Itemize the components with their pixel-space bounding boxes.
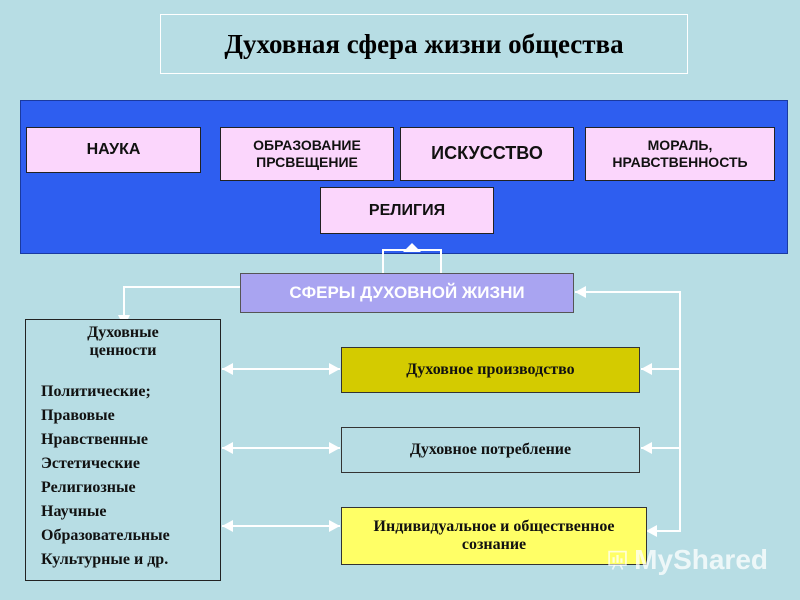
sphere-morality: МОРАЛЬ, НРАВСТВЕННОСТЬ: [585, 127, 775, 181]
sphere-education: ОБРАЗОВАНИЕ ПРСВЕЩЕНИЕ: [220, 127, 394, 181]
center-spheres-label: СФЕРЫ ДУХОВНОЙ ЖИЗНИ: [289, 283, 525, 302]
page-title: Духовная сфера жизни общества: [224, 28, 624, 59]
values-list: Политические; Правовые Нравственные Эсте…: [41, 380, 170, 572]
watermark-text: MyShared: [634, 544, 768, 575]
center-spheres-box: СФЕРЫ ДУХОВНОЙ ЖИЗНИ: [240, 273, 574, 313]
center-right-arrowhead: [575, 286, 586, 298]
center-to-values-line: [123, 286, 240, 318]
values-heading: Духовные ценности: [87, 324, 159, 359]
production-box: Духовное производство: [341, 347, 640, 393]
watermark-logo: MyShared: [608, 540, 768, 580]
sphere-religion: РЕЛИГИЯ: [320, 187, 494, 234]
panel-connector: [382, 249, 442, 273]
sphere-education-label: ОБРАЗОВАНИЕ ПРСВЕЩЕНИЕ: [253, 137, 361, 170]
consciousness-arrowhead: [646, 525, 657, 537]
sphere-art-label: ИСКУССТВО: [431, 143, 543, 164]
watermark-icon: [608, 550, 627, 570]
values-item: Политические;: [41, 383, 151, 400]
consciousness-label: Индивидуальное и общественное сознание: [373, 518, 615, 553]
production-label: Духовное производство: [406, 361, 575, 379]
values-item: Нравственные: [41, 431, 148, 448]
arrowhead-8: [641, 442, 652, 454]
arrowhead-3: [222, 442, 233, 454]
consumption-label: Духовное потребление: [409, 441, 572, 459]
center-to-consciousness-line: [575, 291, 681, 532]
sphere-science-label: НАУКА: [86, 141, 141, 159]
title-box: Духовная сфера жизни общества: [160, 14, 688, 74]
values-item: Культурные и др.: [41, 551, 169, 568]
values-item: Эстетические: [41, 455, 140, 472]
values-item: Научные: [41, 503, 107, 520]
values-item: Религиозные: [41, 479, 136, 496]
consumption-box: Духовное потребление: [341, 427, 640, 473]
arrowhead-2: [329, 363, 340, 375]
values-item: Правовые: [41, 407, 115, 424]
up-arrowhead: [403, 243, 421, 252]
values-box: Духовные ценности Политические; Правовые…: [25, 319, 221, 581]
values-item: Образовательные: [41, 527, 170, 544]
arrowhead-7: [641, 363, 652, 375]
arrowhead-4: [329, 442, 340, 454]
sphere-science: НАУКА: [26, 127, 201, 173]
sphere-religion-label: РЕЛИГИЯ: [368, 201, 446, 219]
arrowhead-5: [222, 520, 233, 532]
arrowhead-1: [222, 363, 233, 375]
sphere-art: ИСКУССТВО: [400, 127, 574, 181]
arrowhead-6: [329, 520, 340, 532]
sphere-morality-label: МОРАЛЬ, НРАВСТВЕННОСТЬ: [612, 137, 748, 170]
consciousness-box: Индивидуальное и общественное сознание: [341, 507, 647, 565]
